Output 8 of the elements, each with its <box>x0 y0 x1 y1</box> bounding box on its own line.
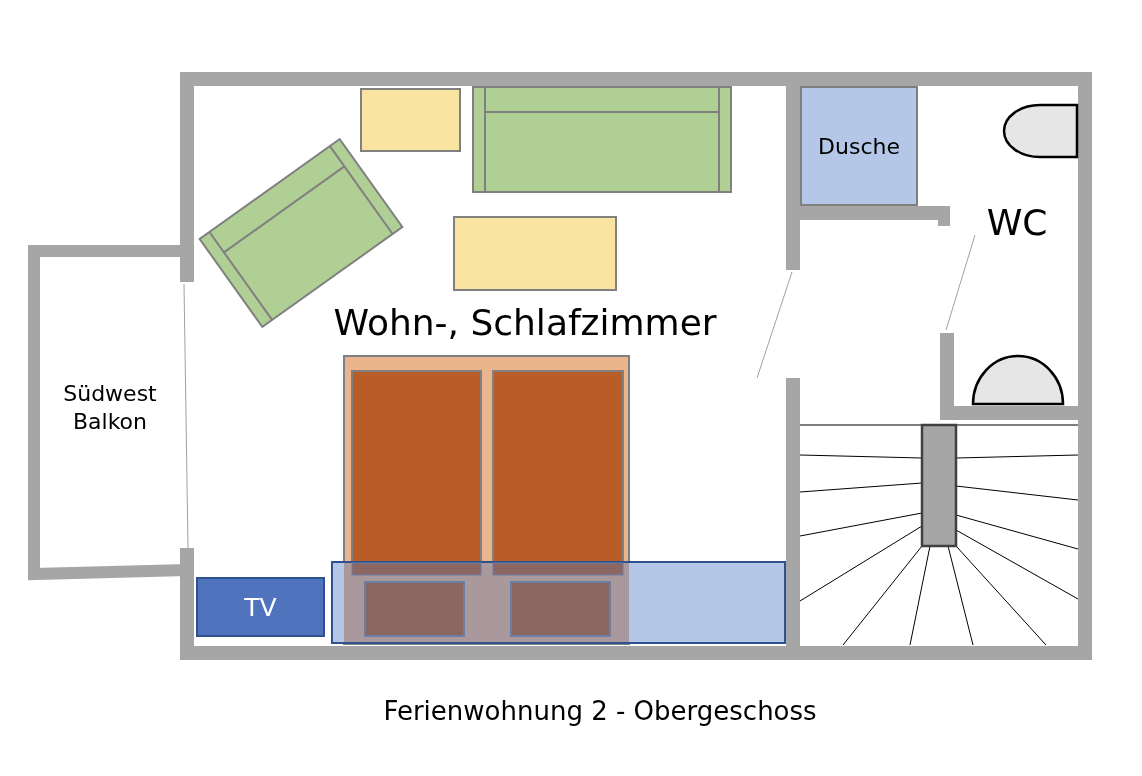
tv-cabinet <box>196 577 325 637</box>
room-label: Südwest Balkon <box>62 380 158 435</box>
node-label: TV <box>244 592 277 622</box>
room-label: WC <box>985 201 1049 245</box>
room-label: Wohn-, Schlafzimmer <box>332 301 718 345</box>
caption: Ferienwohnung 2 - Obergeschoss <box>382 695 818 728</box>
node-label: Dusche <box>818 133 900 159</box>
shower-area <box>800 86 918 206</box>
